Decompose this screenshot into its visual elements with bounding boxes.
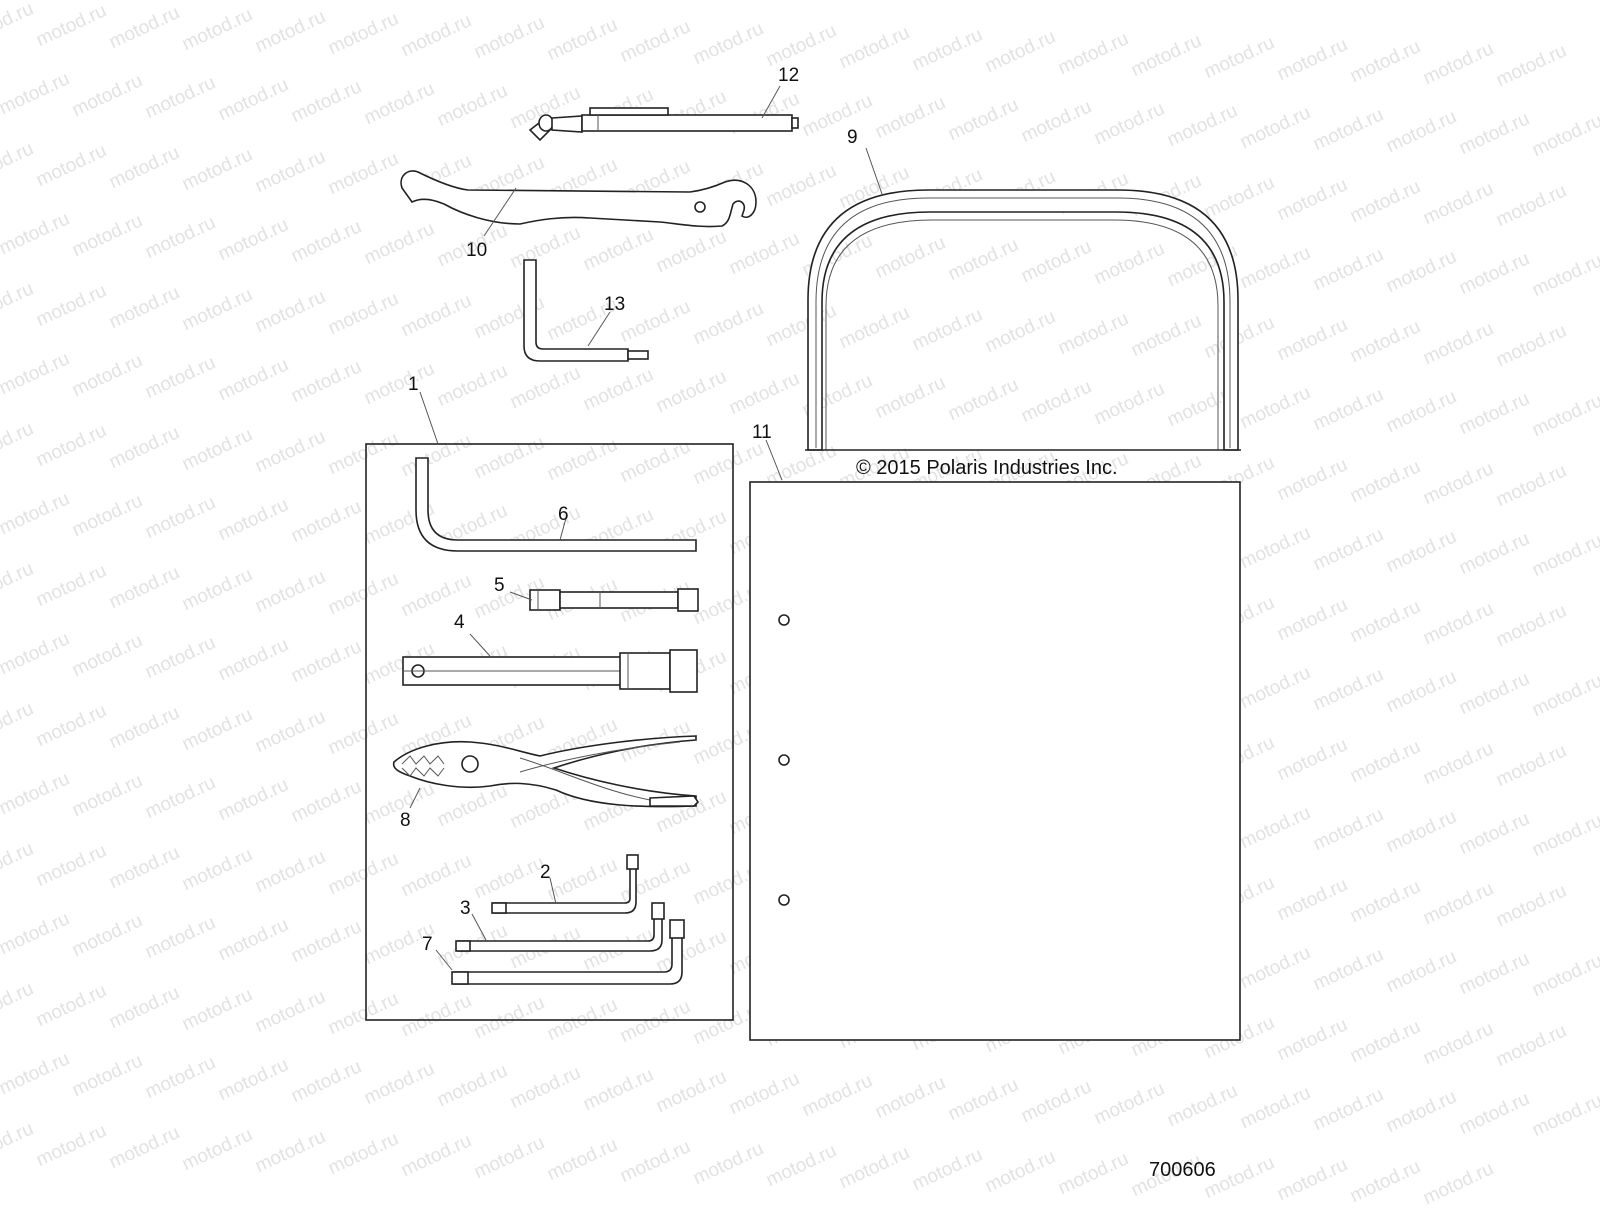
leader-lines: [409, 85, 883, 971]
allen-wrench-icon: [415, 457, 697, 552]
screwdriver-icon: [528, 107, 799, 142]
callout-3: 3: [460, 898, 471, 919]
callout-13: 13: [604, 294, 625, 315]
tool-kit-pouch-icon: [365, 443, 734, 1021]
socket-extension-icon: [529, 588, 699, 612]
torx-key-icon: [451, 854, 685, 985]
drawing-number: 700606: [1149, 1159, 1216, 1181]
callout-6: 6: [558, 504, 569, 525]
callout-1: 1: [408, 374, 419, 395]
spark-plug-wrench-icon: [402, 649, 698, 693]
copyright-notice: © 2015 Polaris Industries Inc.: [856, 457, 1118, 479]
callout-9: 9: [847, 127, 858, 148]
callout-10: 10: [466, 240, 487, 261]
callout-7: 7: [422, 934, 433, 955]
callout-4: 4: [454, 612, 465, 633]
callout-12: 12: [778, 65, 799, 86]
hex-key-icon: [523, 259, 649, 362]
spanner-wrench-icon: [400, 170, 757, 228]
callout-8: 8: [400, 810, 411, 831]
callout-5: 5: [494, 575, 505, 596]
manual-icon: [749, 481, 1241, 1041]
pliers-icon: [392, 735, 700, 808]
callout-11: 11: [752, 422, 772, 443]
callout-2: 2: [540, 862, 551, 883]
strap-icon: [805, 189, 1241, 451]
